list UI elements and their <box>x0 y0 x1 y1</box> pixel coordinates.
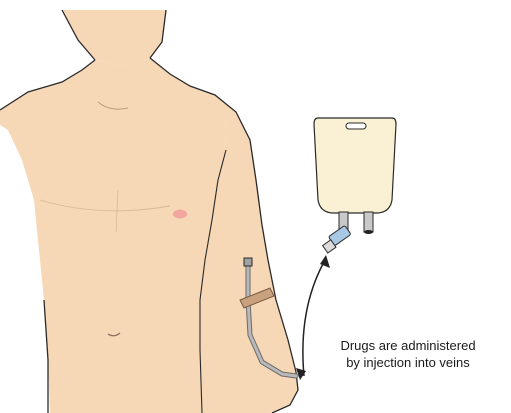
caption-line-1: Drugs are administered <box>318 337 498 354</box>
iv-tube-cap <box>244 258 252 266</box>
iv-bag <box>314 118 396 253</box>
human-torso <box>0 10 298 413</box>
iv-bag-port-right <box>364 212 373 232</box>
diagram-caption: Drugs are administered by injection into… <box>318 337 498 371</box>
iv-bag-port-right-opening <box>364 230 373 234</box>
caption-line-2: by injection into veins <box>318 354 498 371</box>
nipple <box>173 210 187 219</box>
iv-bag-body <box>314 118 396 213</box>
iv-bag-hanger-slot <box>346 123 366 129</box>
torso-body <box>0 58 226 413</box>
